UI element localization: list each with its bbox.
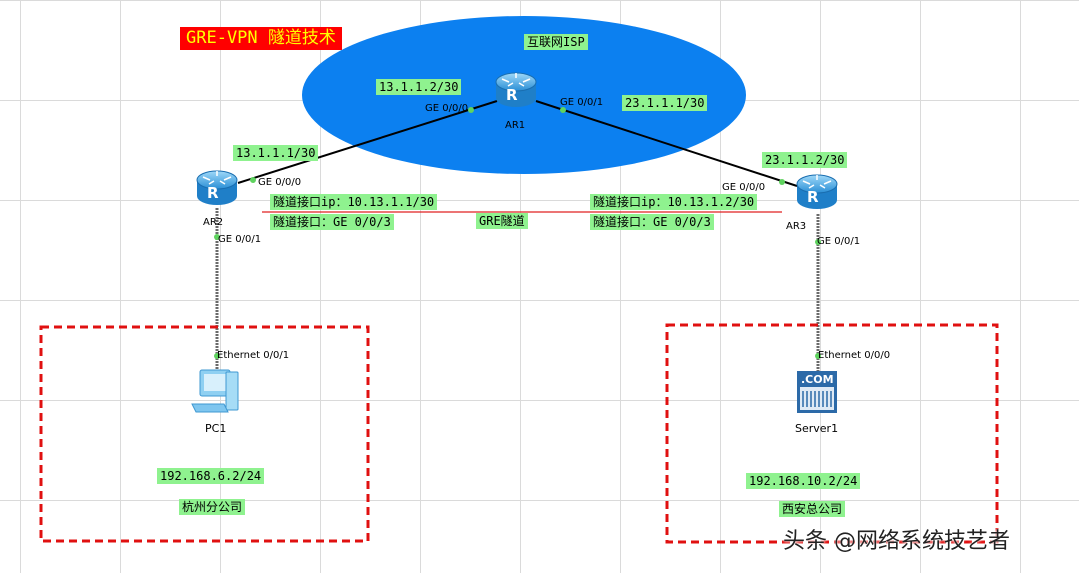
gre-tunnel-label: GRE隧道 xyxy=(476,213,528,229)
router-glyph: R xyxy=(807,188,819,206)
tunnel-right-interface: 隧道接口：GE 0/0/3 xyxy=(590,214,714,230)
router-icon xyxy=(196,170,238,205)
tunnel-left-interface: 隧道接口：GE 0/0/3 xyxy=(270,214,394,230)
router-icon xyxy=(796,174,838,209)
port-ar2-g001: GE 0/0/1 xyxy=(218,234,262,245)
port-ar3-g000: GE 0/0/0 xyxy=(722,182,766,193)
ip-ar1-g000: 13.1.1.2/30 xyxy=(376,79,462,95)
router-ar2[interactable]: R xyxy=(195,168,239,212)
host-pc1[interactable] xyxy=(190,366,244,422)
site-xian-label: 西安总公司 xyxy=(779,501,846,517)
ip-ar2-g000: 13.1.1.1/30 xyxy=(233,145,319,161)
link-ar1-ar3 xyxy=(535,100,798,187)
router-ar1-name: AR1 xyxy=(505,120,526,131)
port-dot-server1 xyxy=(815,353,821,359)
port-dot-ar1-g000 xyxy=(468,107,474,113)
site-hangzhou-label: 杭州分公司 xyxy=(179,499,246,515)
isp-label: 互联网ISP xyxy=(524,34,588,50)
port-dot-ar3-g001 xyxy=(815,239,821,245)
host-pc1-name: PC1 xyxy=(205,422,227,435)
port-ar2-g000: GE 0/0/0 xyxy=(258,177,302,188)
port-pc1-eth: Ethernet 0/0/1 xyxy=(217,350,290,361)
host-server1-name: Server1 xyxy=(795,422,839,435)
router-ar3-name: AR3 xyxy=(786,221,807,232)
tunnel-left-ip: 隧道接口ip：10.13.1.1/30 xyxy=(270,194,438,210)
host-pc1-ip: 192.168.6.2/24 xyxy=(157,468,265,484)
port-ar1-g001: GE 0/0/1 xyxy=(560,97,604,108)
router-glyph: R xyxy=(506,86,518,104)
port-ar1-g000: GE 0/0/0 xyxy=(425,103,469,114)
port-dot-ar2-g000 xyxy=(250,177,256,183)
port-ar3-g001: GE 0/0/1 xyxy=(817,236,861,247)
router-glyph: R xyxy=(207,184,219,202)
port-dot-ar1-g001 xyxy=(560,107,566,113)
diagram-title: GRE-VPN 隧道技术 xyxy=(180,27,342,50)
ip-ar1-g001: 23.1.1.1/30 xyxy=(622,95,708,111)
router-ar3[interactable]: R xyxy=(795,172,839,216)
router-ar2-name: AR2 xyxy=(203,217,224,228)
ip-ar3-g000: 23.1.1.2/30 xyxy=(762,152,848,168)
tunnel-right-ip: 隧道接口ip：10.13.1.2/30 xyxy=(590,194,758,210)
port-server1-eth: Ethernet 0/0/0 xyxy=(818,350,891,361)
link-ar2-ar1 xyxy=(237,100,498,184)
server-icon xyxy=(797,371,837,413)
router-icon xyxy=(495,72,537,107)
pc-icon xyxy=(191,369,239,413)
port-dot-ar3-g000 xyxy=(779,179,785,185)
host-server1-ip: 192.168.10.2/24 xyxy=(746,473,861,489)
port-dot-ar2-g001 xyxy=(214,234,220,240)
site-box-hangzhou xyxy=(39,325,370,543)
server-badge: .COM xyxy=(801,373,834,386)
port-dot-pc1 xyxy=(214,353,220,359)
host-server1[interactable]: .COM xyxy=(796,370,838,418)
router-ar1[interactable]: R xyxy=(494,70,538,114)
watermark: 头条 @网络系统技艺者 xyxy=(783,529,1010,554)
